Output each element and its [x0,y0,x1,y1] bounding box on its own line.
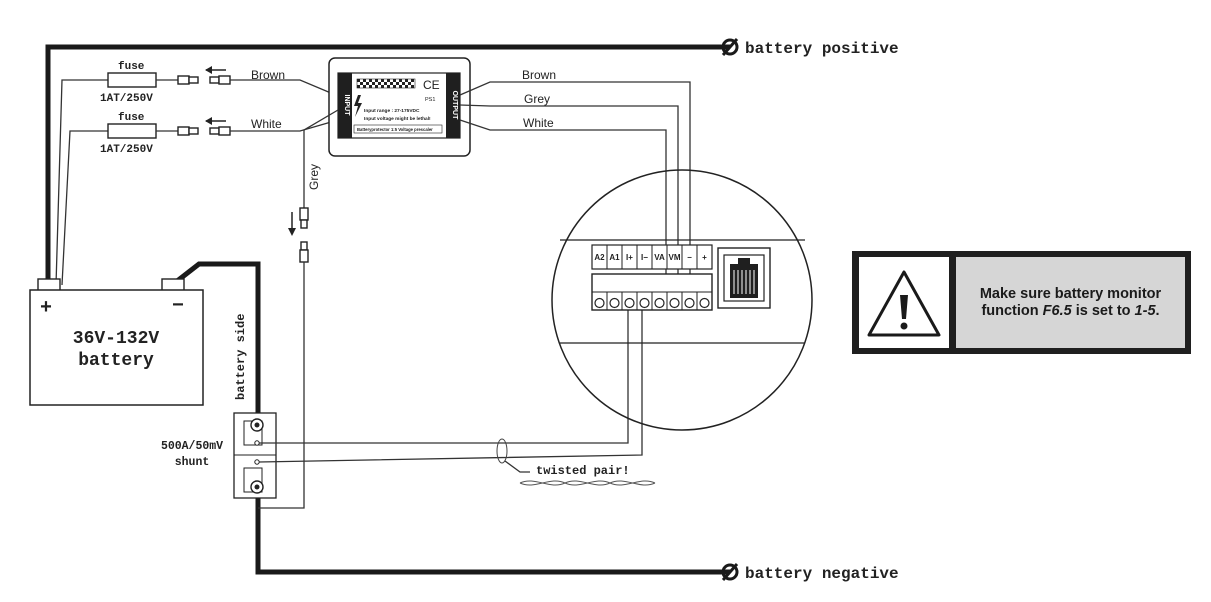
grey-negative-wire [303,109,339,208]
battery-side-label: battery side [234,314,248,400]
output-white-wire [459,119,667,300]
battery-minus-sign: − [172,295,184,318]
warning-text-part: . [1155,302,1160,319]
prescaler-warning-line: Input voltage might be lethal! [364,116,431,122]
terminal-label: I+ [626,253,633,262]
wire-connector [299,207,309,263]
rj45-jack-icon [717,247,771,309]
terminal-label: − [687,253,692,262]
output-grey-label: Grey [524,92,550,106]
brown-wire-label: Brown [251,68,285,82]
arrow-down-icon [288,212,296,236]
fuse-body [107,123,157,139]
shunt-sense-wire [258,306,643,463]
function-value: 1-5 [1134,302,1156,319]
arrow-left-icon [205,117,226,125]
brown-fused-wire [55,79,108,286]
white-fused-wire [61,130,108,286]
output-brown-label: Brown [522,68,556,82]
prescaler-input-range: Input range : 27-175VDC [364,108,420,114]
warning-message: Make sure battery monitor function F6.5 … [956,286,1185,320]
arrow-left-icon [205,66,226,74]
fuse-rating: 1AT/250V [100,93,153,105]
function-code: F6.5 [1042,302,1072,319]
warning-triangle-icon [867,270,941,337]
terminal-label: VA [654,253,665,262]
battery-plus-sign: + [40,297,52,320]
terminal-label: A1 [609,253,620,262]
no-symbol-icon [721,38,739,56]
twisted-pair-marker [496,438,508,464]
ce-mark-icon: CE [423,78,440,92]
white-wire-label: White [251,117,282,131]
wire-connector [177,126,231,136]
shunt-rating-label: 500A/50mV [161,440,223,453]
terminal-label: + [702,253,707,262]
fuse-label: fuse [118,61,145,73]
negative-main-cable [170,261,730,575]
battery-monitor: A2 A1 I+ I− VA VM − + [551,169,813,431]
fuse-rating: 1AT/250V [100,144,153,156]
grey-wire-label: Grey [307,164,321,190]
battery-name-label: battery [78,351,154,371]
warning-text-panel: Make sure battery monitor function F6.5 … [956,257,1185,348]
output-brown-wire [459,81,691,300]
positive-main-cable [45,44,730,285]
prescaler-footer: Batteryprotector 1:5 Voltage prescaler [357,127,433,132]
battery-negative-label: battery negative [745,565,899,583]
wire-connector [177,75,231,85]
warning-text-part: Make sure battery monitor function [979,285,1162,319]
warning-text-part: is set to [1071,302,1135,319]
terminal-label: VM [669,253,681,262]
battery-voltage-label: 36V-132V [73,329,160,349]
terminal-label: A2 [594,253,605,262]
warning-notice: Make sure battery monitor function F6.5 … [852,251,1191,354]
battery-positive-label: battery positive [745,40,899,58]
prescaler-output-label: OUTPUT [451,91,458,121]
lightning-icon [354,95,362,117]
prescaler-input-label: INPUT [343,95,350,117]
shunt [233,412,277,499]
fuse-label: fuse [118,112,145,124]
voltage-prescaler: INPUT OUTPUT CE PS1 Input range : 27-175… [328,57,471,157]
shunt-sense-wire [259,306,629,444]
no-symbol-icon [721,563,739,581]
fuse-body [107,72,157,88]
terminal-label: I− [641,253,648,262]
warning-icon-panel [859,257,949,348]
output-white-label: White [523,116,554,130]
output-grey-wire [459,104,679,300]
prescaler-model: PS1 [425,97,435,103]
twisted-pair-label: twisted pair! [536,464,630,478]
shunt-name-label: shunt [175,456,210,469]
battery [29,278,204,406]
checker-pattern [356,78,416,89]
